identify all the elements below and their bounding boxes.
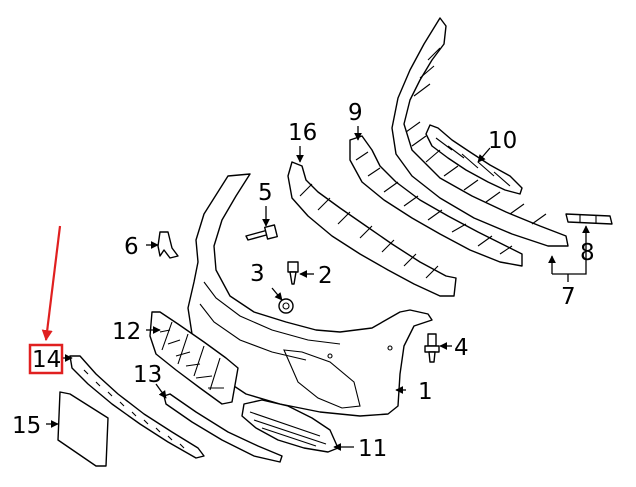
- part-9-lower-rail: [349, 135, 523, 267]
- callout-16: 16: [288, 120, 317, 146]
- callout-9: 9: [348, 100, 363, 126]
- part-2-screw: [287, 261, 299, 285]
- callout-2: 2: [318, 263, 333, 289]
- part-9-reinforcement-bracket: [391, 17, 569, 247]
- callout-13: 13: [133, 362, 162, 388]
- part-5-bolt: [245, 224, 279, 241]
- part-12-lower-grille: [149, 311, 239, 405]
- callout-5: 5: [258, 180, 273, 206]
- callout-10: 10: [488, 128, 517, 154]
- callout-labels: 1 2 3 4 5 6 7 8 9 10 11 12 13 14 15 16: [12, 100, 595, 462]
- part-3-nut: [278, 298, 294, 314]
- callout-6: 6: [124, 234, 139, 260]
- callout-7: 7: [561, 284, 576, 310]
- callout-15: 15: [12, 413, 41, 439]
- callout-3: 3: [250, 261, 265, 287]
- callout-14: 14: [32, 347, 61, 373]
- part-8-clip: [565, 213, 613, 225]
- highlight-callout-14: [28, 225, 64, 375]
- callout-4: 4: [454, 335, 469, 361]
- part-13-trim-strip: [163, 393, 283, 463]
- part-6-bracket: [157, 231, 179, 259]
- part-15-plate-bracket: [57, 391, 109, 467]
- part-1-bumper-cover: [187, 173, 433, 417]
- part-10-energy-absorber: [425, 124, 523, 195]
- part-16-impact-bar: [287, 161, 457, 297]
- part-4-bolt: [424, 333, 440, 363]
- part-11-grille-insert: [241, 399, 339, 453]
- leader-lines: [46, 126, 590, 451]
- callout-8: 8: [580, 240, 595, 266]
- callout-11: 11: [358, 436, 387, 462]
- part-14-spoiler-strip: [69, 355, 205, 459]
- callout-1: 1: [418, 379, 433, 405]
- callout-12: 12: [112, 319, 141, 345]
